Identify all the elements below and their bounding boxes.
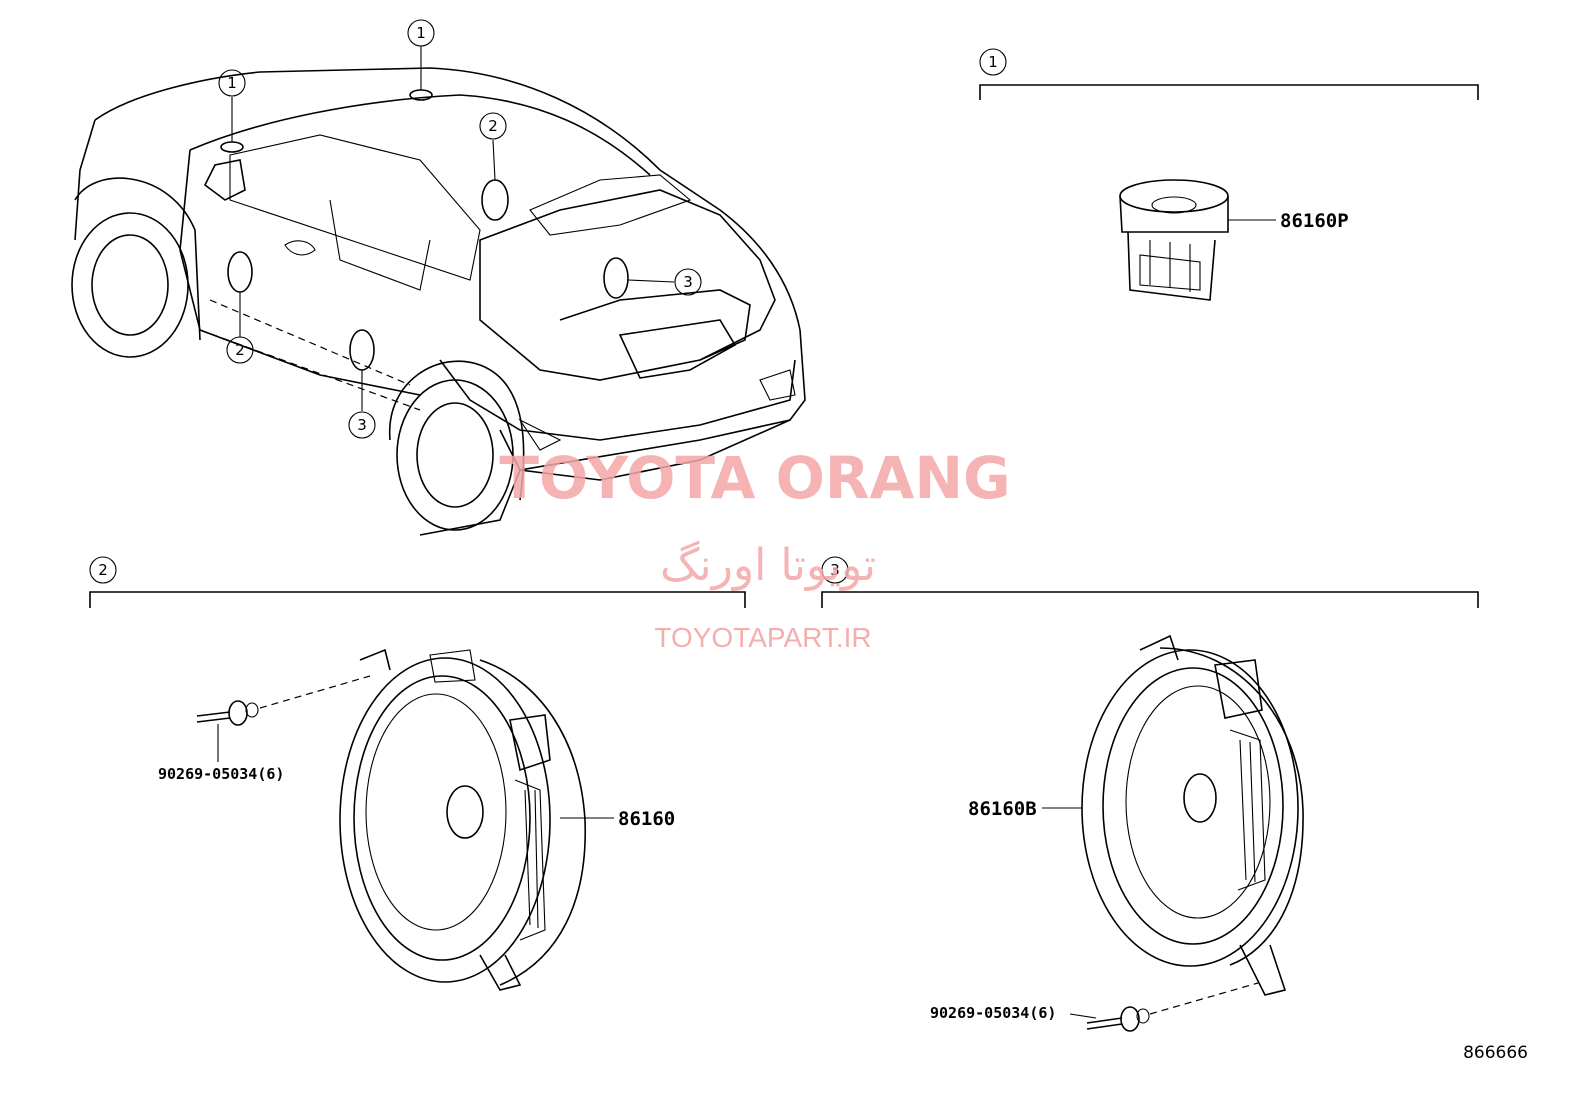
svg-text:2: 2: [488, 117, 498, 135]
svg-text:1: 1: [227, 74, 237, 92]
watermark-brand-fa: تویوتا اورنگ: [660, 540, 876, 591]
watermark-url: TOYOTAPART.IR: [654, 622, 871, 653]
callout-2-a: 2: [479, 112, 507, 140]
callout-1-b: 1: [407, 19, 435, 47]
svg-text:2: 2: [98, 561, 108, 579]
callout-3-b: 3: [348, 411, 376, 439]
section-2-bracket: 2: [89, 556, 746, 608]
part-number-rear-speaker[interactable]: 86160B: [968, 798, 1037, 820]
svg-text:2: 2: [235, 341, 245, 359]
svg-text:1: 1: [416, 24, 426, 42]
svg-text:3: 3: [683, 273, 693, 291]
car-illustration: [71, 46, 806, 536]
callout-3-a: 3: [674, 268, 702, 296]
tweeter-86160P-drawing: [1119, 179, 1276, 301]
svg-text:1: 1: [988, 53, 998, 71]
section-3-bracket: 3: [821, 556, 1479, 608]
section-1-bracket: 1: [979, 48, 1479, 100]
callout-1-a: 1: [218, 69, 246, 97]
front-speaker-86160-drawing: [196, 648, 614, 991]
rear-speaker-86160B-drawing: [1042, 634, 1304, 1032]
part-number-tweeter[interactable]: 86160P: [1280, 210, 1349, 232]
svg-text:3: 3: [830, 561, 840, 579]
part-number-rivet-front[interactable]: 90269-05034(6): [158, 765, 284, 783]
diagram-id: 866666: [1463, 1043, 1528, 1063]
part-number-rivet-rear[interactable]: 90269-05034(6): [930, 1004, 1056, 1022]
svg-text:3: 3: [357, 416, 367, 434]
callout-2-b: 2: [226, 336, 254, 364]
part-number-front-speaker[interactable]: 86160: [618, 808, 675, 830]
watermark-brand: TOYOTA ORANG: [499, 444, 1010, 512]
